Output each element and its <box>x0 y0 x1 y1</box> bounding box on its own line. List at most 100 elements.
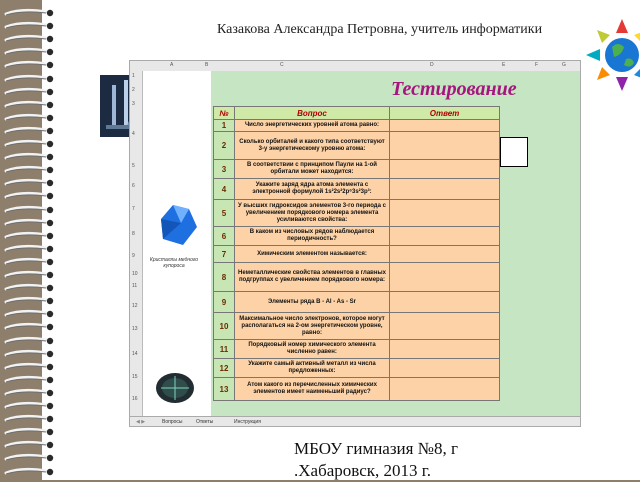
row-num: 4 <box>214 179 235 199</box>
crystal-caption: Кристаллы медного купороса <box>149 257 199 269</box>
binder-ring <box>2 60 58 70</box>
binder-ring <box>2 47 58 57</box>
row-number[interactable]: 2 <box>132 87 135 93</box>
binder-ring <box>2 244 58 254</box>
row-answer-cell[interactable] <box>390 263 499 291</box>
column-letter[interactable]: A <box>170 62 174 68</box>
binder-ring <box>2 191 58 201</box>
row-answer-cell[interactable] <box>390 160 499 178</box>
binder-ring <box>2 349 58 359</box>
row-number[interactable]: 14 <box>132 351 138 357</box>
row-num: 11 <box>214 340 235 358</box>
binder-ring <box>2 139 58 149</box>
row-answer-cell[interactable] <box>390 359 499 377</box>
header-question: Вопрос <box>235 107 390 119</box>
row-question: Элементы ряда B - Al - As - Sr <box>235 292 390 312</box>
binder-ring <box>2 362 58 372</box>
slide-page: Казакова Александра Петровна, учитель ин… <box>42 0 640 480</box>
binder-ring <box>2 113 58 123</box>
binder-ring <box>2 34 58 44</box>
row-number[interactable]: 1 <box>132 73 135 79</box>
binder-ring <box>2 309 58 319</box>
row-number[interactable]: 9 <box>132 253 135 259</box>
row-number[interactable]: 16 <box>132 396 138 402</box>
row-answer-cell[interactable] <box>390 246 499 262</box>
row-question: В каком из числовых рядов наблюдается пе… <box>235 227 390 245</box>
binder-ring <box>2 414 58 424</box>
row-number[interactable]: 15 <box>132 374 138 380</box>
row-number[interactable]: 13 <box>132 326 138 332</box>
globe-hands-image <box>582 15 640 95</box>
binder-ring <box>2 467 58 477</box>
row-number[interactable]: 6 <box>132 183 135 189</box>
sheet-tab-bar: ◀ ▶ Вопросы Ответы Инструкция <box>130 416 580 426</box>
binder-ring <box>2 74 58 84</box>
tab-nav-arrows[interactable]: ◀ ▶ <box>136 419 146 425</box>
tab-instructions[interactable]: Инструкция <box>234 419 261 425</box>
table-row: 5 У высших гидроксидов элементов 3-го пе… <box>213 200 500 227</box>
column-letter[interactable]: G <box>562 62 566 68</box>
column-letter[interactable]: D <box>430 62 434 68</box>
row-answer-cell[interactable] <box>390 132 499 159</box>
binder-ring <box>2 283 58 293</box>
row-num: 2 <box>214 132 235 159</box>
row-answer-cell[interactable] <box>390 292 499 312</box>
tab-answers[interactable]: Ответы <box>196 419 214 425</box>
footer-line-1: МБОУ гимназия №8, г <box>294 439 458 458</box>
row-question: Укажите самый активный металл из числа п… <box>235 359 390 377</box>
table-row: 8 Неметаллические свойства элементов в г… <box>213 263 500 292</box>
row-question: Максимальное число электронов, которое м… <box>235 313 390 339</box>
binder-ring <box>2 453 58 463</box>
table-row: 9 Элементы ряда B - Al - As - Sr <box>213 292 500 313</box>
answer-input-cell[interactable] <box>500 137 528 167</box>
spreadsheet: A B C D E F G 1 2 3 4 5 6 7 8 9 10 11 12… <box>129 60 581 427</box>
table-row: 2 Сколько орбиталей и какого типа соотве… <box>213 132 500 160</box>
row-question: В соответствии с принципом Паули на 1-ой… <box>235 160 390 178</box>
row-answer-cell[interactable] <box>390 340 499 358</box>
binder-ring <box>2 296 58 306</box>
row-answer-cell[interactable] <box>390 120 499 131</box>
column-letter[interactable]: B <box>205 62 209 68</box>
row-answer-cell[interactable] <box>390 313 499 339</box>
table-row: 10 Максимальное число электронов, которо… <box>213 313 500 340</box>
column-letter[interactable]: C <box>280 62 284 68</box>
binder-ring <box>2 322 58 332</box>
row-number[interactable]: 10 <box>132 271 138 277</box>
row-number[interactable]: 3 <box>132 101 135 107</box>
row-num: 6 <box>214 227 235 245</box>
binder-ring <box>2 375 58 385</box>
footer-line-2: .Хабаровск, 2013 г. <box>294 461 432 480</box>
row-question: Атом какого из перечисленных химических … <box>235 378 390 400</box>
table-row: 13 Атом какого из перечисленных химическ… <box>213 378 500 401</box>
row-answer-cell[interactable] <box>390 227 499 245</box>
question-table: № Вопрос Ответ 1 Число энергетических ур… <box>213 106 500 401</box>
row-number[interactable]: 4 <box>132 131 135 137</box>
binder-ring <box>2 100 58 110</box>
left-image-panel: Кристаллы медного купороса <box>143 71 211 416</box>
row-answer-cell[interactable] <box>390 179 499 199</box>
row-number[interactable]: 7 <box>132 206 135 212</box>
row-question: Сколько орбиталей и какого типа соответс… <box>235 132 390 159</box>
row-num: 1 <box>214 120 235 131</box>
row-number[interactable]: 8 <box>132 231 135 237</box>
copper-sulfate-crystal-image <box>153 199 201 249</box>
row-answer-cell[interactable] <box>390 200 499 226</box>
footer-school: МБОУ гимназия №8, г .Хабаровск, 2013 г. <box>294 438 458 482</box>
row-num: 8 <box>214 263 235 291</box>
column-letter[interactable]: F <box>535 62 539 68</box>
row-number[interactable]: 12 <box>132 303 138 309</box>
binder-ring <box>2 270 58 280</box>
row-answer-cell[interactable] <box>390 378 499 400</box>
table-row: 12 Укажите самый активный металл из числ… <box>213 359 500 378</box>
table-row: 3 В соответствии с принципом Паули на 1-… <box>213 160 500 179</box>
table-row: 7 Химическим элементом называется: <box>213 246 500 263</box>
row-number[interactable]: 5 <box>132 163 135 169</box>
row-question: Порядковый номер химического элемента чи… <box>235 340 390 358</box>
row-number[interactable]: 11 <box>132 283 138 289</box>
tab-questions[interactable]: Вопросы <box>162 419 183 425</box>
binder-ring <box>2 336 58 346</box>
binder-ring <box>2 8 58 18</box>
row-num: 13 <box>214 378 235 400</box>
column-letter[interactable]: E <box>502 62 506 68</box>
table-row: 1 Число энергетических уровней атома рав… <box>213 120 500 132</box>
